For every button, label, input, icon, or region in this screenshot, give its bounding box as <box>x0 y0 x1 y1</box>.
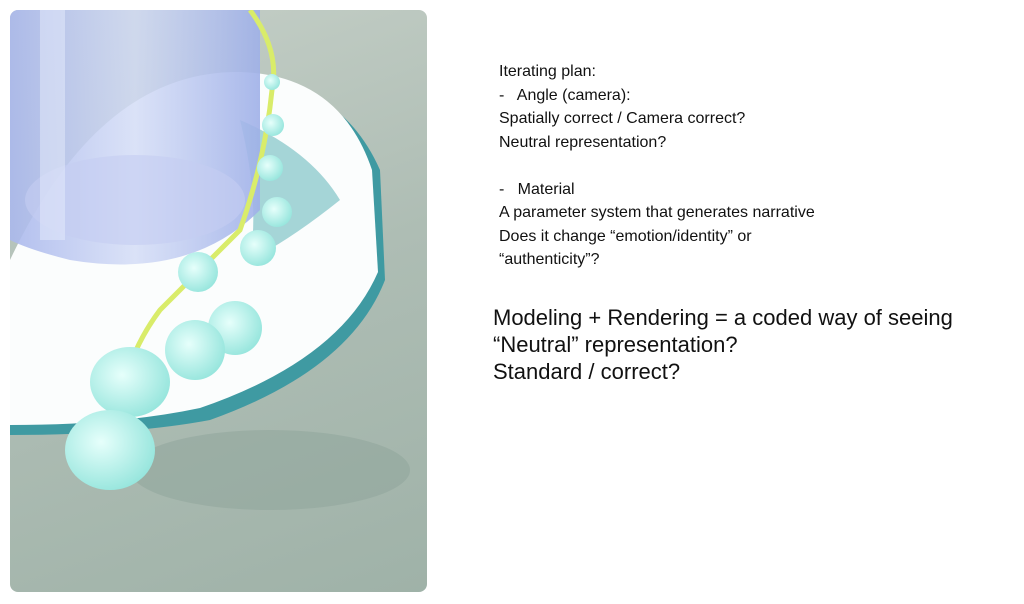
statement-line: “Neutral” representation? <box>493 332 738 357</box>
flower-cluster <box>65 74 292 490</box>
note-line: Spatially correct / Camera correct? <box>499 110 746 127</box>
statement-line: Modeling + Rendering = a coded way of se… <box>493 305 953 330</box>
plan-notes: Iterating plan: - Angle (camera): Spatia… <box>499 60 815 272</box>
note-line: - Angle (camera): <box>499 86 631 104</box>
statement: Modeling + Rendering = a coded way of se… <box>493 304 953 385</box>
note-line: “authenticity”? <box>499 251 600 268</box>
note-line: Neutral representation? <box>499 133 667 151</box>
statement-line: Standard / correct? <box>493 359 681 384</box>
note-line: A parameter system that generates narrat… <box>499 204 815 221</box>
note-line <box>499 154 815 178</box>
render-image <box>10 10 427 592</box>
note-line: Does it change “emotion/identity” or <box>499 227 752 245</box>
note-line: - Material <box>499 180 575 198</box>
note-line: Iterating plan: <box>499 63 596 80</box>
